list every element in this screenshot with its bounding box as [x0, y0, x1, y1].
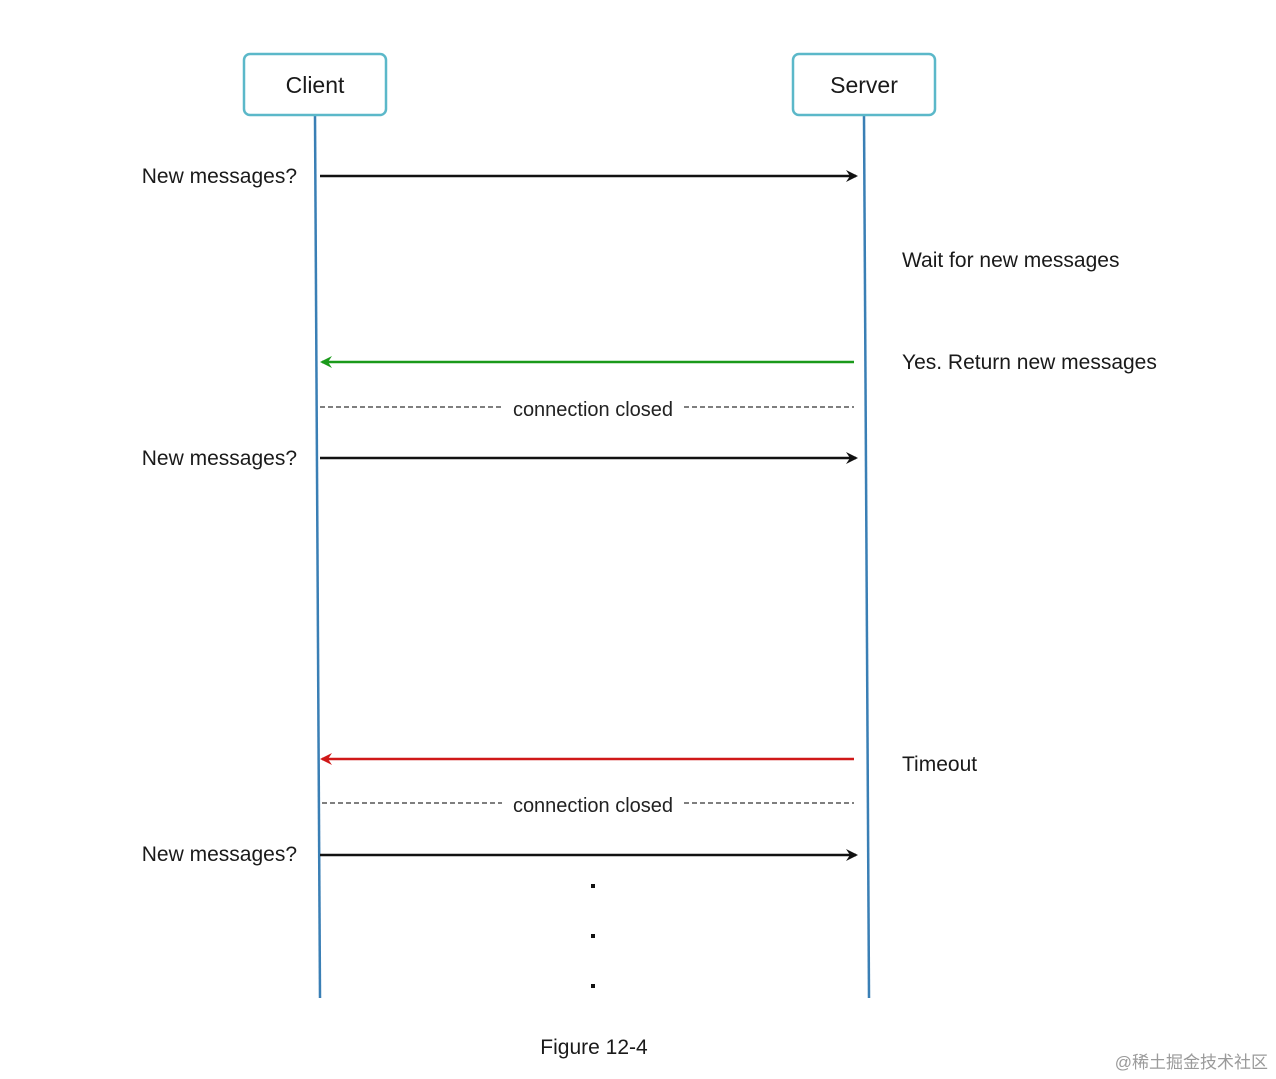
- client-lifeline: [313, 115, 322, 999]
- client-actor-label: Client: [286, 72, 345, 98]
- server-lifeline: [862, 115, 871, 999]
- connection-closed-separator-1: connection closed: [320, 399, 854, 421]
- figure-caption: Figure 12-4: [540, 1036, 648, 1059]
- connection-closed-separator-2: connection closed: [322, 795, 854, 817]
- server-actor: Server: [791, 52, 937, 117]
- request-label-2: New messages?: [142, 447, 297, 470]
- request-label-3: New messages?: [142, 843, 297, 866]
- watermark: @稀土掘金技术社区: [1115, 1053, 1268, 1072]
- request-label-1: New messages?: [142, 165, 297, 188]
- continuation-dots: [591, 884, 595, 988]
- connection-closed-label-2: connection closed: [513, 795, 673, 817]
- wait-note: Wait for new messages: [902, 249, 1119, 272]
- timeout-note: Timeout: [902, 753, 977, 776]
- client-actor: Client: [242, 52, 388, 117]
- connection-closed-label-1: connection closed: [513, 399, 673, 421]
- server-actor-label: Server: [830, 72, 898, 98]
- return-note: Yes. Return new messages: [902, 351, 1157, 374]
